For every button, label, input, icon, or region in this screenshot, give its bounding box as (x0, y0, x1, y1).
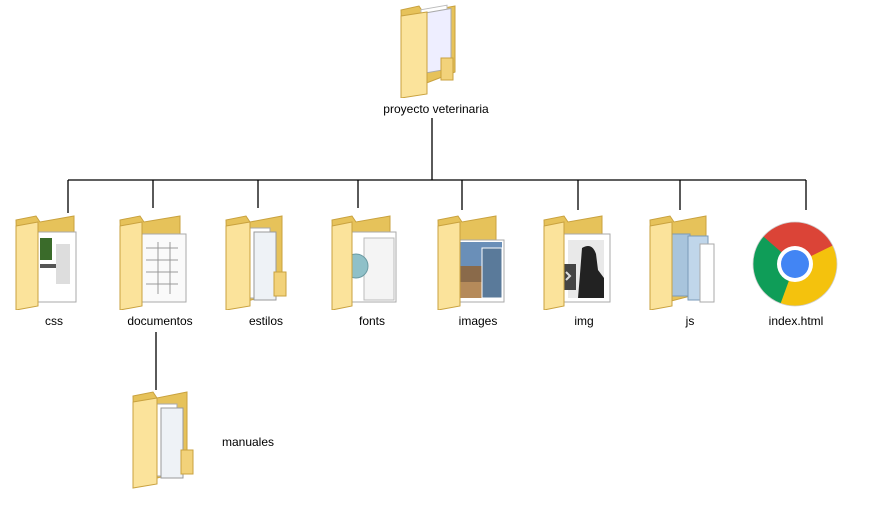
folder-icon (649, 215, 715, 310)
folder-icon (400, 4, 456, 98)
folder-icon (15, 215, 77, 310)
folder-icon (543, 215, 611, 310)
label-documentos: documentos (127, 314, 193, 328)
chrome-icon (752, 221, 838, 307)
label-manuales: manuales (221, 435, 275, 449)
label-index-html: index.html (768, 314, 824, 328)
folder-icon (132, 391, 194, 489)
label-img: img (574, 314, 594, 328)
folder-icon (225, 215, 287, 310)
label-images: images (458, 314, 498, 328)
label-estilos: estilos (248, 314, 284, 328)
label-fonts: fonts (358, 314, 386, 328)
folder-icon (437, 215, 505, 310)
folder-icon (119, 215, 187, 310)
folder-icon (331, 215, 397, 310)
label-js: js (685, 314, 695, 328)
label-css: css (45, 314, 63, 328)
root-label: proyecto veterinaria (383, 102, 489, 116)
